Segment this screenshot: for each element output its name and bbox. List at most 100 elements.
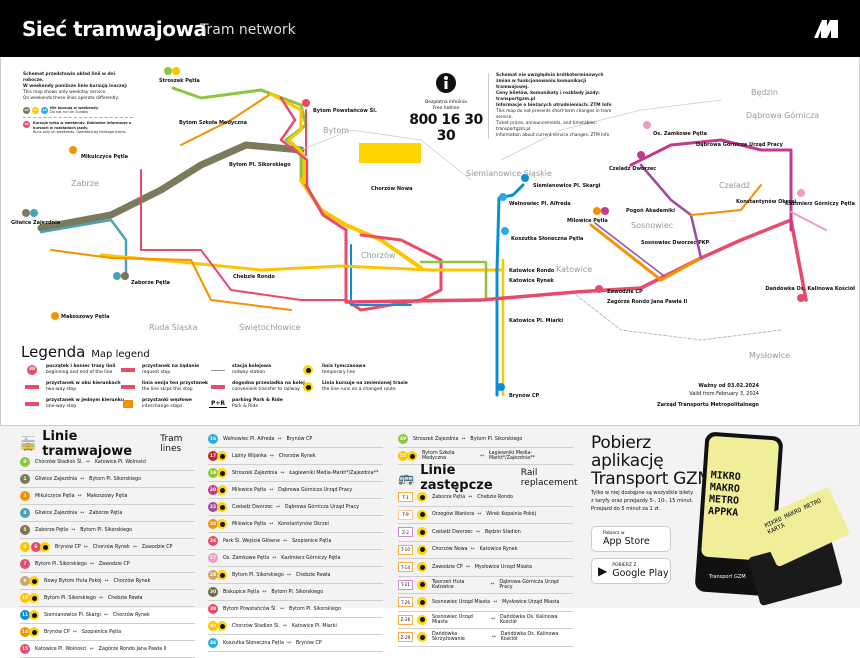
- clock-icon: [29, 627, 39, 637]
- label: Bytom Pl. Sikorskiego: [229, 162, 291, 168]
- route-from: Bytom Pl. Sikorskiego: [35, 561, 87, 567]
- line-badge: 6: [31, 542, 41, 552]
- line-badge: 7: [20, 559, 30, 569]
- route-from: Zaborze Pętla: [35, 527, 69, 533]
- clock-icon: [217, 468, 227, 478]
- bidirectional-arrow-icon: ↔: [262, 589, 267, 595]
- bidirectional-arrow-icon: ↔: [77, 493, 82, 499]
- route-to: Chorzów Rynek: [112, 612, 150, 618]
- label: Ważny od 03.02.2024: [698, 383, 759, 389]
- label: aplikację: [591, 451, 664, 471]
- route-purple-milowice: [594, 222, 665, 277]
- label: App Store: [603, 536, 650, 547]
- clock-icon: [217, 502, 227, 512]
- page-subtitle: Tram network: [200, 22, 296, 38]
- clock-icon: [417, 492, 427, 503]
- info-icon: [436, 73, 456, 93]
- label: Kazimierz Górniczy Pętla: [785, 200, 855, 207]
- clock-icon: [417, 632, 427, 643]
- route-from: Gliwice Zajezdnia: [35, 476, 78, 482]
- bidirectional-arrow-icon: ↔: [272, 555, 277, 561]
- label: Zaborze Pętla: [131, 280, 170, 286]
- info-note: Schemat nie uwzględnia krótkoterminowych…: [488, 73, 618, 139]
- bidirectional-arrow-icon: ↔: [470, 547, 475, 553]
- label: Rail replacement: [520, 468, 578, 488]
- route-from: Brynów CP: [44, 629, 70, 635]
- google-play-icon: ▶: [598, 564, 608, 578]
- label: Pobierz: [591, 433, 651, 453]
- hotline-number[interactable]: 800 16 30 30: [409, 112, 483, 144]
- route-to: Bytom Pl. Sikorskiego: [470, 436, 523, 442]
- label: Siemianowice Pl. Skargi: [533, 183, 601, 189]
- label: Konstantynów Okrzei: [736, 198, 796, 205]
- route-to: Łagiewniki Media-Markt*/Zajezdnia**: [488, 451, 535, 461]
- clock-icon: [417, 544, 427, 555]
- gzm-logo-icon: [814, 20, 838, 38]
- district-label: Mysłowice: [749, 351, 790, 360]
- label: Tylko w niej dostępne są wszystkie bilet…: [591, 490, 694, 512]
- label: Schemat przedstawia układ linii w dni ro…: [23, 72, 116, 83]
- route-from: Biskupice Pętla: [223, 589, 260, 595]
- label: the line runs on a changed route: [322, 387, 396, 392]
- label: Mikulczyce Pętla: [81, 154, 128, 160]
- bidirectional-arrow-icon: ↔: [479, 453, 484, 459]
- label: Linia kursuje na zmienionej trasie: [322, 381, 408, 386]
- clock-icon: [417, 579, 427, 590]
- district-label: Siemianowice Śląskie: [466, 167, 552, 178]
- label: POBIERZ Z: [612, 563, 637, 568]
- route-to: Dąbrowa Górnicza Urząd Pracy: [278, 487, 353, 493]
- label: 30: [23, 106, 30, 114]
- label: On weekends these lines operate differen…: [23, 96, 120, 101]
- label: Chorzów Nowa: [371, 185, 412, 192]
- label: Gliwice Zajezdnia: [11, 220, 60, 226]
- route-from: Sosnowiec Urząd Miasta: [432, 599, 491, 605]
- clock-icon: [417, 597, 427, 608]
- route-to: Kazimierz Górniczy Pętla: [281, 555, 341, 561]
- line-badge: 22: [208, 502, 218, 512]
- bidirectional-arrow-icon: ↔: [280, 470, 285, 476]
- line-badge: 30: [208, 587, 218, 597]
- railway-line: [500, 99, 722, 161]
